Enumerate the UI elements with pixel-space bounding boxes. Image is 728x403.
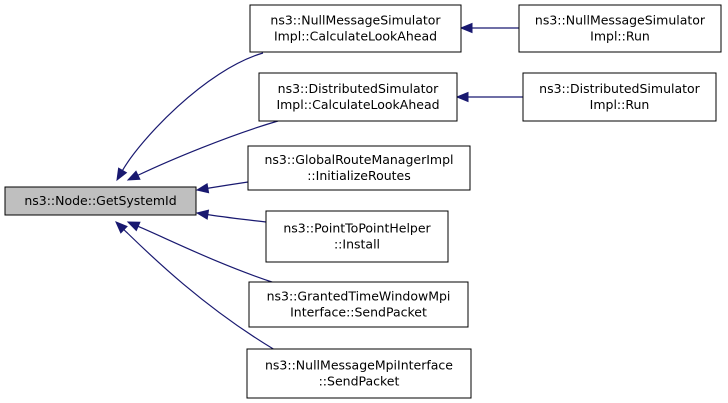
arrowhead-icon — [455, 91, 469, 103]
edge-ds-run-to-ds-calc — [455, 91, 524, 103]
node-label-line: ns3::NullMessageSimulator — [270, 13, 441, 28]
node-p2p-install[interactable]: ns3::PointToPointHelper::Install — [265, 210, 449, 263]
node-gtw-send[interactable]: ns3::GrantedTimeWindowMpiInterface::Send… — [248, 281, 469, 328]
arrowhead-icon — [116, 167, 128, 182]
node-box — [247, 145, 471, 191]
node-box — [518, 4, 722, 53]
node-box — [258, 72, 458, 122]
arrowhead-icon — [126, 170, 141, 181]
node-box — [265, 210, 449, 263]
edge-ds-calc-to-get-system-id — [126, 120, 279, 181]
node-label-line: ns3::PointToPointHelper — [283, 221, 431, 236]
node-label-line: ns3::NullMessageSimulator — [535, 13, 706, 28]
node-box — [249, 4, 462, 53]
arrowhead-icon — [195, 182, 210, 194]
edge-nmmpi-send-to-get-system-id — [115, 221, 276, 351]
arrowhead-icon — [459, 22, 473, 34]
edge-line — [137, 120, 279, 176]
edges-layer — [115, 22, 524, 351]
edge-gtw-send-to-get-system-id — [126, 221, 276, 284]
node-label-line: Impl::CalculateLookAhead — [276, 97, 439, 112]
node-label-line: ::InitializeRoutes — [307, 168, 411, 183]
edge-nms-calc-to-get-system-id — [116, 52, 264, 182]
node-grm-init[interactable]: ns3::GlobalRouteManagerImpl::InitializeR… — [247, 145, 471, 191]
arrowhead-icon — [126, 221, 141, 232]
node-label-line: ns3::DistributedSimulator — [539, 81, 701, 96]
edge-line — [123, 229, 276, 351]
node-label-line: ns3::Node::GetSystemId — [24, 193, 176, 208]
node-get-system-id: ns3::Node::GetSystemId — [4, 186, 197, 216]
node-nmmpi-send[interactable]: ns3::NullMessageMpiInterface::SendPacket — [246, 348, 472, 399]
node-nms-calc[interactable]: ns3::NullMessageSimulatorImpl::Calculate… — [249, 4, 462, 53]
node-label-line: Impl::Run — [590, 29, 650, 44]
edge-line — [137, 225, 276, 284]
node-label-line: ns3::NullMessageMpiInterface — [265, 358, 453, 373]
node-box — [246, 348, 472, 399]
arrowhead-icon — [195, 209, 210, 220]
node-label-line: ns3::DistributedSimulator — [278, 81, 440, 96]
nodes-layer: ns3::Node::GetSystemId ns3::NullMessageSi… — [4, 4, 722, 399]
node-label-line: Impl::CalculateLookAhead — [274, 29, 437, 44]
node-label-line: ::Install — [334, 237, 380, 252]
edge-line — [207, 181, 249, 189]
node-box — [522, 72, 717, 122]
edge-line — [121, 52, 264, 171]
node-box — [4, 186, 197, 216]
node-box — [248, 281, 469, 328]
node-label-line: ns3::GrantedTimeWindowMpi — [267, 289, 451, 304]
edge-nms-run-to-nms-calc — [459, 22, 519, 34]
node-label-line: Interface::SendPacket — [290, 305, 427, 320]
node-label-line: ::SendPacket — [319, 374, 400, 389]
edge-grm-init-to-get-system-id — [195, 181, 249, 194]
node-label-line: Impl::Run — [590, 97, 650, 112]
node-ds-calc[interactable]: ns3::DistributedSimulatorImpl::Calculate… — [258, 72, 458, 122]
node-label-line: ns3::GlobalRouteManagerImpl — [264, 152, 453, 167]
edge-line — [207, 214, 267, 223]
arrowhead-icon — [115, 221, 128, 234]
edge-p2p-install-to-get-system-id — [195, 209, 267, 223]
